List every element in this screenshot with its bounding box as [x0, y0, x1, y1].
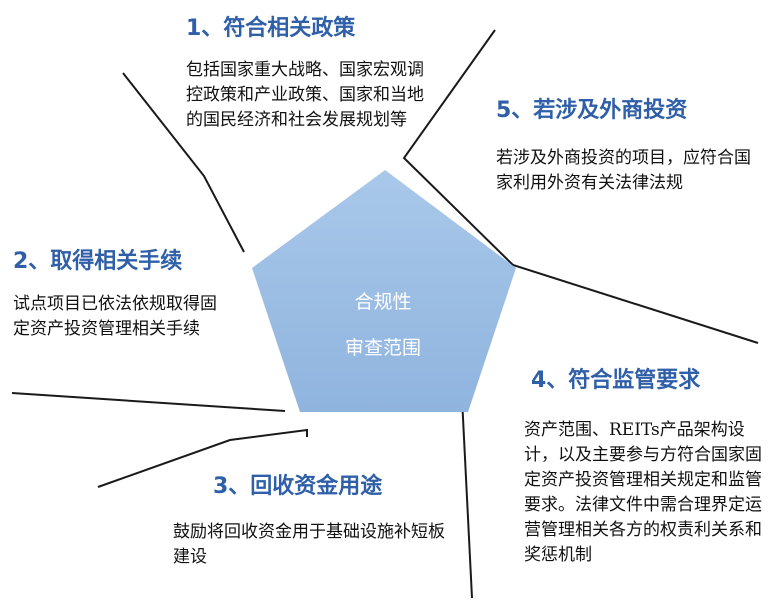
- section-5-body: 若涉及外商投资的项目，应符合国家利用外资有关法律法规: [496, 148, 751, 193]
- section-1-title: 1、符合相关政策: [186, 16, 356, 41]
- divider-line-2: [402, 29, 759, 344]
- center-label-line1: 合规性: [354, 291, 412, 313]
- section-3-title: 3、回收资金用途: [213, 474, 383, 499]
- section-1-body: 包括国家重大战略、国家宏观调控政策和产业政策、国家和当地的国民经济和社会发展规划…: [186, 60, 424, 130]
- divider-line-5: [461, 397, 473, 599]
- divider-line-4: [97, 428, 308, 488]
- section-4-title: 4、符合监管要求: [531, 368, 701, 393]
- divider-line-3: [11, 392, 286, 412]
- section-5-title: 5、若涉及外商投资: [496, 98, 688, 123]
- section-2-title: 2、取得相关手续: [13, 249, 183, 274]
- section-4-body: 资产范围、REITs产品架构设计，以及主要参与方符合国家固定资产投资管理相关规定…: [524, 420, 762, 565]
- center-label-line2: 审查范围: [344, 337, 421, 359]
- divider-line-1: [122, 72, 245, 253]
- section-3-body: 鼓励将回收资金用于基础设施补短板建设: [173, 522, 445, 567]
- center-pentagon: [252, 170, 516, 412]
- section-2-body: 试点项目已依法依规取得固定资产投资管理相关手续: [13, 294, 217, 339]
